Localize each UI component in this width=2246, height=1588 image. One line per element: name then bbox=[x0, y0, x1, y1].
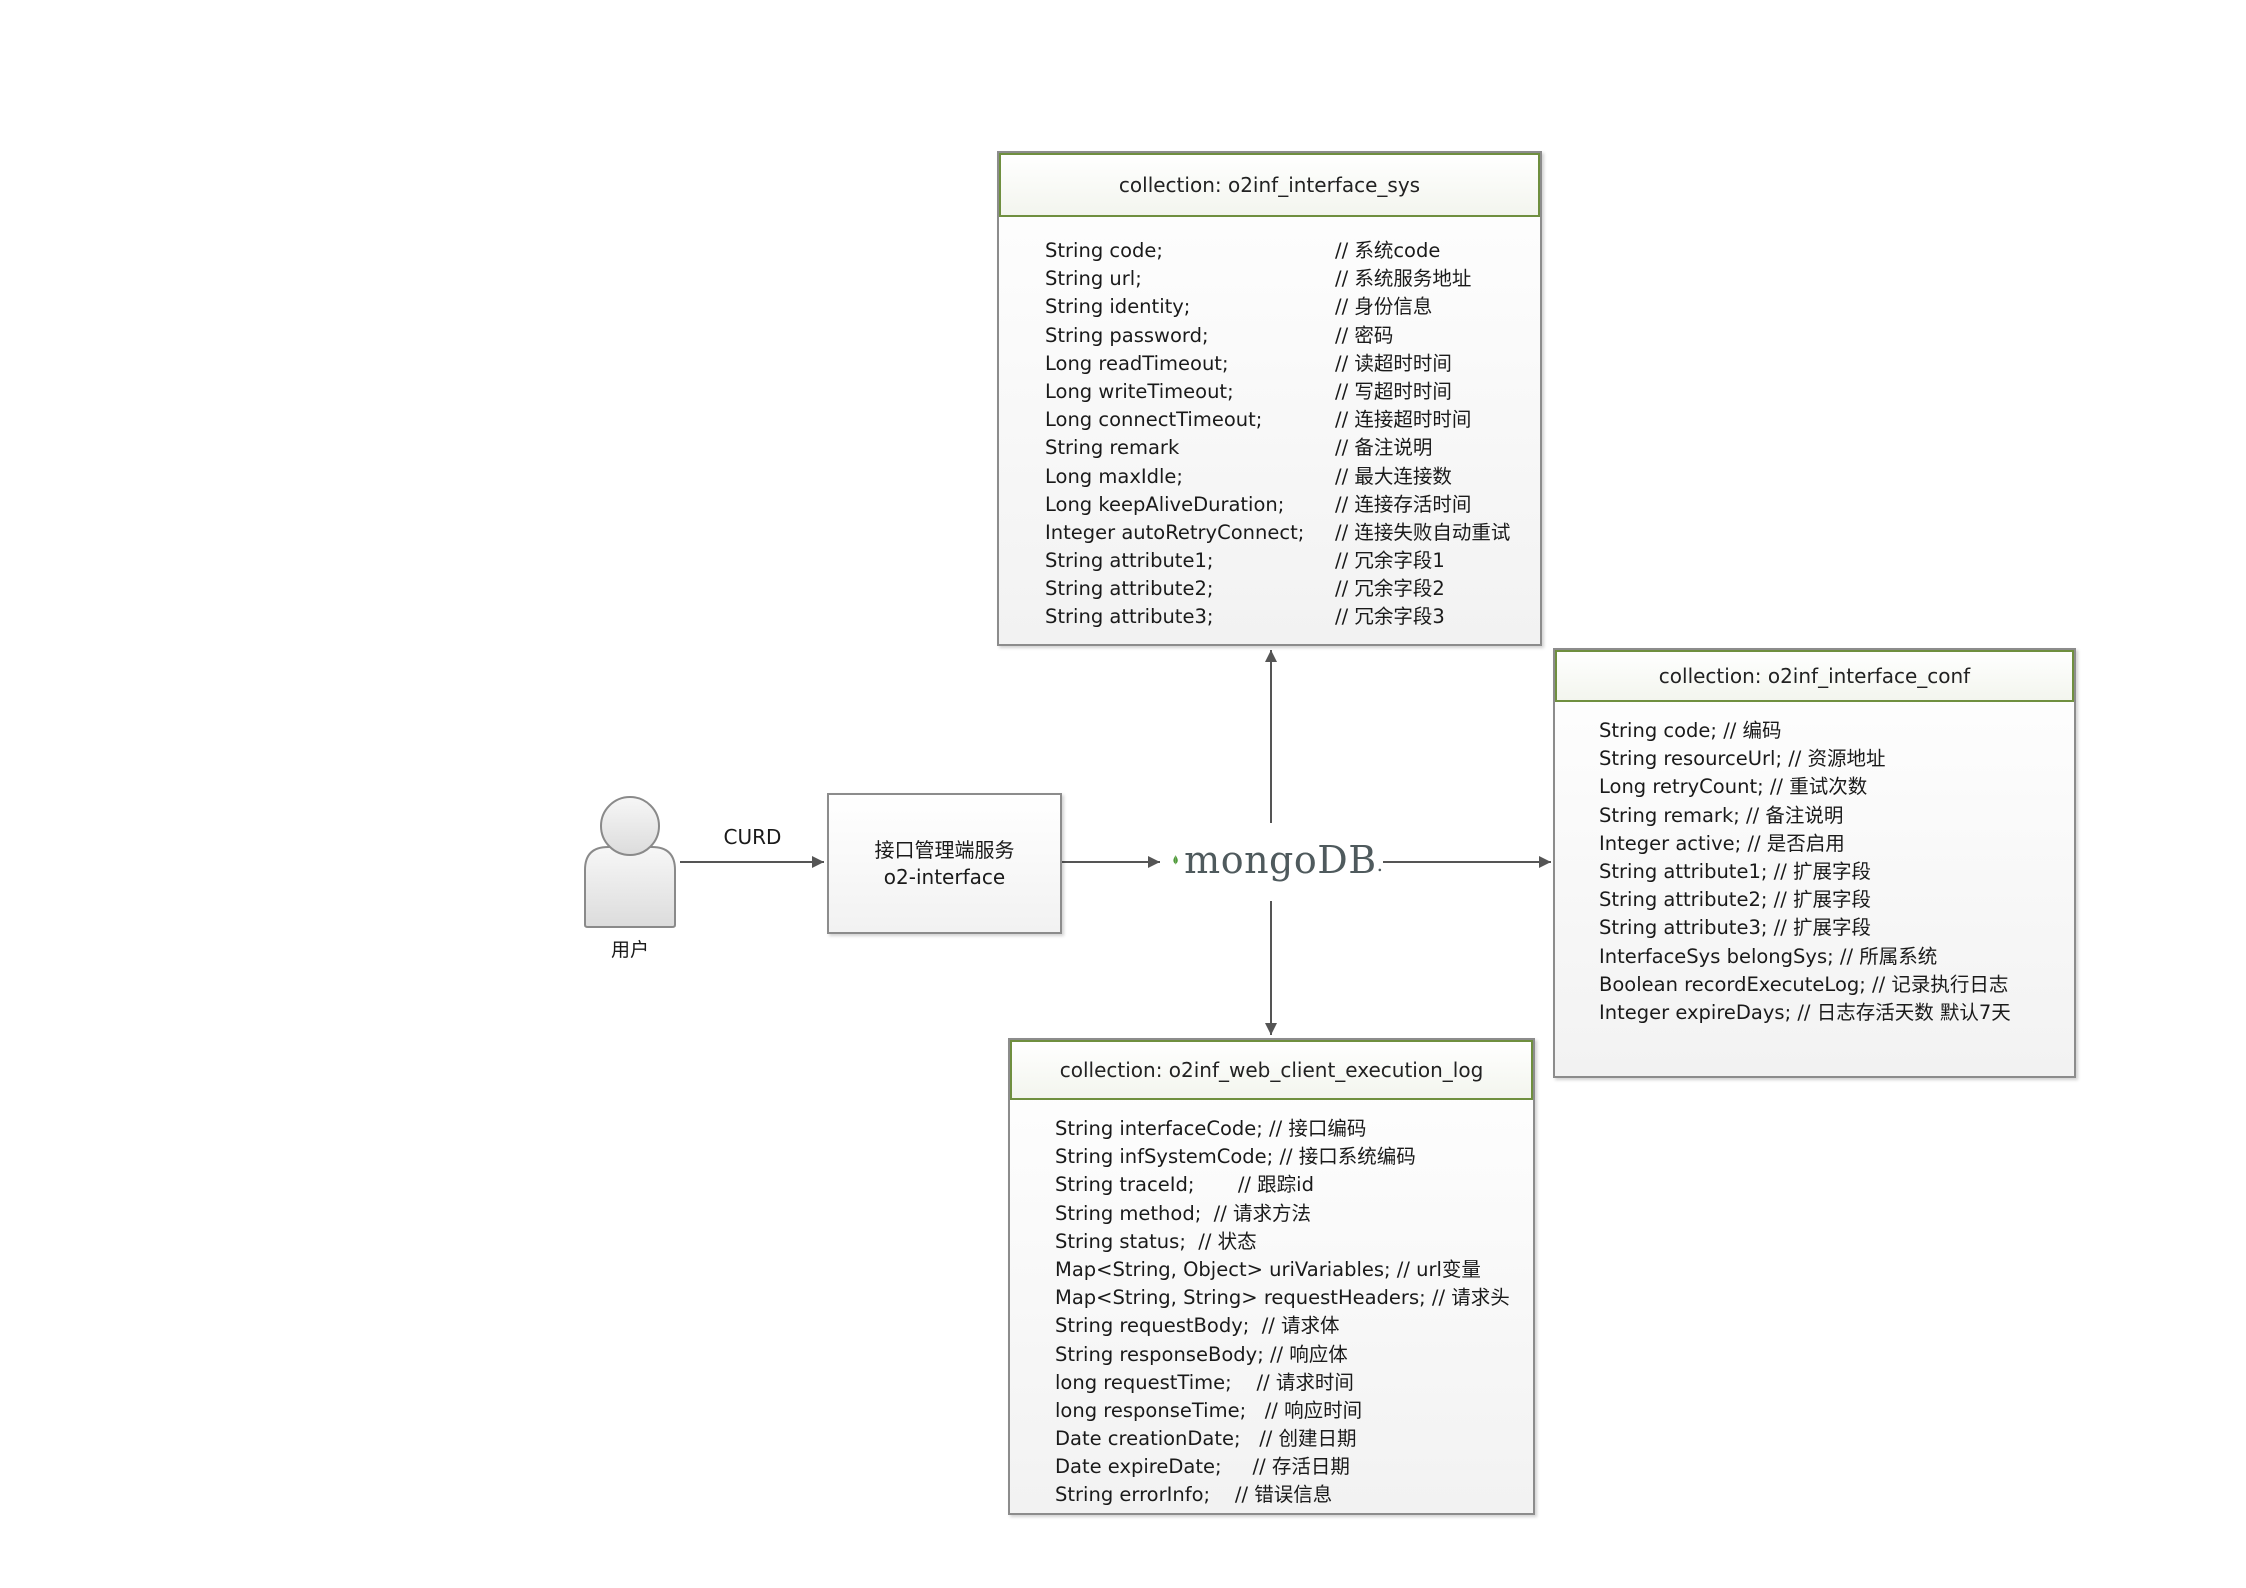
field-comment: // 系统服务地址 bbox=[1335, 267, 1472, 291]
field-row: String resourceUrl; // 资源地址 bbox=[1599, 747, 1886, 771]
field-row: String attribute2; // 扩展字段 bbox=[1599, 888, 1871, 912]
field-row: String status; // 状态 bbox=[1055, 1229, 1257, 1253]
field-row: String password; // 密码 bbox=[1045, 322, 1540, 350]
field-row: Integer autoRetryConnect; // 连接失败自动重试 bbox=[1045, 519, 1540, 547]
collection-log-field-list: String interfaceCode; // 接口编码 String infS… bbox=[1010, 1100, 1533, 1510]
field-row: String interfaceCode; // 接口编码 bbox=[1055, 1117, 1367, 1140]
service-name-label: 接口管理端服务 bbox=[874, 837, 1015, 862]
mongodb-logo: mongoDB. bbox=[1173, 830, 1383, 890]
field-row: String infSystemCode; // 接口系统编码 bbox=[1055, 1145, 1416, 1169]
field-row: String responseBody; // 响应体 bbox=[1055, 1342, 1348, 1366]
mongodb-leaf-icon bbox=[1173, 855, 1178, 865]
collection-interface-sys[interactable]: collection: o2inf_interface_sys String c… bbox=[997, 151, 1542, 646]
field-declaration: Long connectTimeout; bbox=[1045, 408, 1263, 432]
field-row: String errorInfo; // 错误信息 bbox=[1055, 1483, 1333, 1507]
field-declaration: String remark bbox=[1045, 436, 1180, 460]
field-row: String attribute3; // 冗余字段3 bbox=[1045, 603, 1540, 631]
curd-edge-label: CURD bbox=[723, 825, 782, 849]
field-comment: // 冗余字段1 bbox=[1335, 549, 1445, 573]
field-row: long responseTime; // 响应时间 bbox=[1055, 1398, 1363, 1422]
field-row: String attribute2; // 冗余字段2 bbox=[1045, 575, 1540, 603]
field-row: Long maxIdle; // 最大连接数 bbox=[1045, 463, 1540, 491]
field-row: Date creationDate; // 创建日期 bbox=[1055, 1427, 1357, 1451]
field-declaration: String attribute3; bbox=[1045, 605, 1214, 629]
field-declaration: String identity; bbox=[1045, 295, 1191, 319]
field-row: String method; // 请求方法 bbox=[1055, 1201, 1312, 1225]
field-row: Long connectTimeout; // 连接超时时间 bbox=[1045, 406, 1540, 434]
user-head-shape bbox=[600, 796, 660, 856]
mongodb-wordmark: mongoDB bbox=[1184, 838, 1377, 882]
field-declaration: Long maxIdle; bbox=[1045, 464, 1183, 488]
field-row: String code; // 系统code bbox=[1045, 237, 1540, 265]
field-comment: // 连接超时时间 bbox=[1335, 408, 1472, 432]
field-row: Integer expireDays; // 日志存活天数 默认7天 bbox=[1599, 1000, 2011, 1024]
field-row: String code; // 编码 bbox=[1599, 719, 1782, 742]
field-row: String requestBody; // 请求体 bbox=[1055, 1314, 1340, 1338]
field-row: Map<String, Object> uriVariables; // url… bbox=[1055, 1257, 1481, 1281]
field-row: Long writeTimeout; // 写超时时间 bbox=[1045, 378, 1540, 406]
field-declaration: Integer autoRetryConnect; bbox=[1045, 520, 1305, 544]
service-id-label: o2-interface bbox=[883, 864, 1006, 889]
field-declaration: Long writeTimeout; bbox=[1045, 379, 1234, 403]
field-row: String attribute1; // 扩展字段 bbox=[1599, 859, 1871, 883]
field-row: InterfaceSys belongSys; // 所属系统 bbox=[1599, 944, 1938, 968]
field-row: String traceId; // 跟踪id bbox=[1055, 1173, 1314, 1197]
field-comment: // 连接存活时间 bbox=[1335, 492, 1472, 516]
field-row: String url; // 系统服务地址 bbox=[1045, 265, 1540, 293]
field-row: String remark; // 备注说明 bbox=[1599, 803, 1844, 827]
field-comment: // 最大连接数 bbox=[1335, 464, 1452, 488]
field-comment: // 冗余字段3 bbox=[1335, 605, 1445, 629]
field-row: String attribute1; // 冗余字段1 bbox=[1045, 547, 1540, 575]
collection-execution-log[interactable]: collection: o2inf_web_client_execution_l… bbox=[1008, 1038, 1535, 1515]
field-row: String remark // 备注说明 bbox=[1045, 434, 1540, 462]
collection-sys-title: collection: o2inf_interface_sys bbox=[999, 153, 1540, 217]
field-declaration: String code; bbox=[1045, 239, 1163, 262]
field-comment: // 连接失败自动重试 bbox=[1335, 520, 1511, 544]
field-row: Map<String, String> requestHeaders; // 请… bbox=[1055, 1286, 1510, 1310]
field-declaration: String password; bbox=[1045, 323, 1209, 347]
field-row: Long retryCount; // 重试次数 bbox=[1599, 775, 1868, 799]
field-comment: // 冗余字段2 bbox=[1335, 577, 1445, 601]
interface-service-node[interactable]: 接口管理端服务 o2-interface bbox=[827, 793, 1062, 934]
field-row: Long keepAliveDuration; // 连接存活时间 bbox=[1045, 491, 1540, 519]
field-comment: // 写超时时间 bbox=[1335, 379, 1452, 403]
field-declaration: String attribute1; bbox=[1045, 549, 1214, 573]
field-declaration: Long keepAliveDuration; bbox=[1045, 492, 1285, 516]
field-comment: // 系统code bbox=[1335, 239, 1441, 262]
collection-conf-title: collection: o2inf_interface_conf bbox=[1555, 650, 2074, 702]
user-actor-icon bbox=[584, 796, 676, 928]
field-comment: // 读超时时间 bbox=[1335, 351, 1452, 375]
field-row: Date expireDate; // 存活日期 bbox=[1055, 1455, 1350, 1479]
field-declaration: String url; bbox=[1045, 267, 1142, 291]
user-body-shape bbox=[584, 846, 676, 928]
field-row: Boolean recordExecuteLog; // 记录执行日志 bbox=[1599, 972, 2009, 996]
field-comment: // 备注说明 bbox=[1335, 436, 1433, 460]
field-row: Integer active; // 是否启用 bbox=[1599, 831, 1845, 855]
collection-interface-conf[interactable]: collection: o2inf_interface_conf String … bbox=[1553, 648, 2076, 1078]
field-comment: // 身份信息 bbox=[1335, 295, 1433, 319]
field-row: long requestTime; // 请求时间 bbox=[1055, 1370, 1354, 1394]
field-declaration: String attribute2; bbox=[1045, 577, 1214, 601]
mongodb-wordmark-dot: . bbox=[1376, 852, 1383, 876]
collection-log-title: collection: o2inf_web_client_execution_l… bbox=[1010, 1040, 1533, 1100]
user-label: 用户 bbox=[610, 939, 649, 961]
field-row: Long readTimeout; // 读超时时间 bbox=[1045, 350, 1540, 378]
collection-conf-field-list: String code; // 编码 String resourceUrl; //… bbox=[1555, 702, 2074, 1027]
field-row: String attribute3; // 扩展字段 bbox=[1599, 916, 1871, 940]
field-declaration: Long readTimeout; bbox=[1045, 351, 1229, 375]
field-comment: // 密码 bbox=[1335, 323, 1394, 347]
field-row: String identity; // 身份信息 bbox=[1045, 293, 1540, 321]
